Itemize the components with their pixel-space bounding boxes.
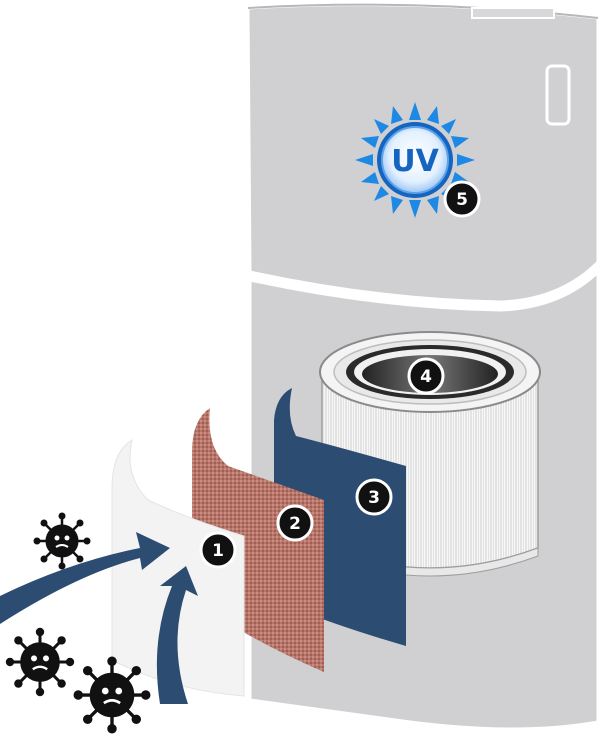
badge-5: 5 — [443, 180, 481, 218]
badge-2: 2 — [276, 504, 314, 542]
badge-4-number: 4 — [420, 367, 432, 387]
badge-3-number: 3 — [368, 488, 380, 508]
badge-4: 4 — [407, 357, 445, 395]
badge-1-number: 1 — [212, 541, 224, 561]
uv-label: UV — [391, 144, 439, 179]
virus-icon — [33, 512, 91, 570]
badge-3: 3 — [355, 478, 393, 516]
virus-icon-3 — [73, 656, 151, 734]
filter-layer-1 — [111, 438, 245, 697]
lid-tab — [471, 7, 555, 19]
badge-2-number: 2 — [289, 514, 301, 534]
airflow-arrow-icon — [0, 532, 170, 624]
side-handle — [545, 64, 571, 126]
virus-icon-2 — [5, 627, 75, 697]
badge-5-number: 5 — [456, 190, 468, 210]
badge-1: 1 — [199, 531, 237, 569]
airflow-arrow-icon-2 — [156, 566, 198, 704]
